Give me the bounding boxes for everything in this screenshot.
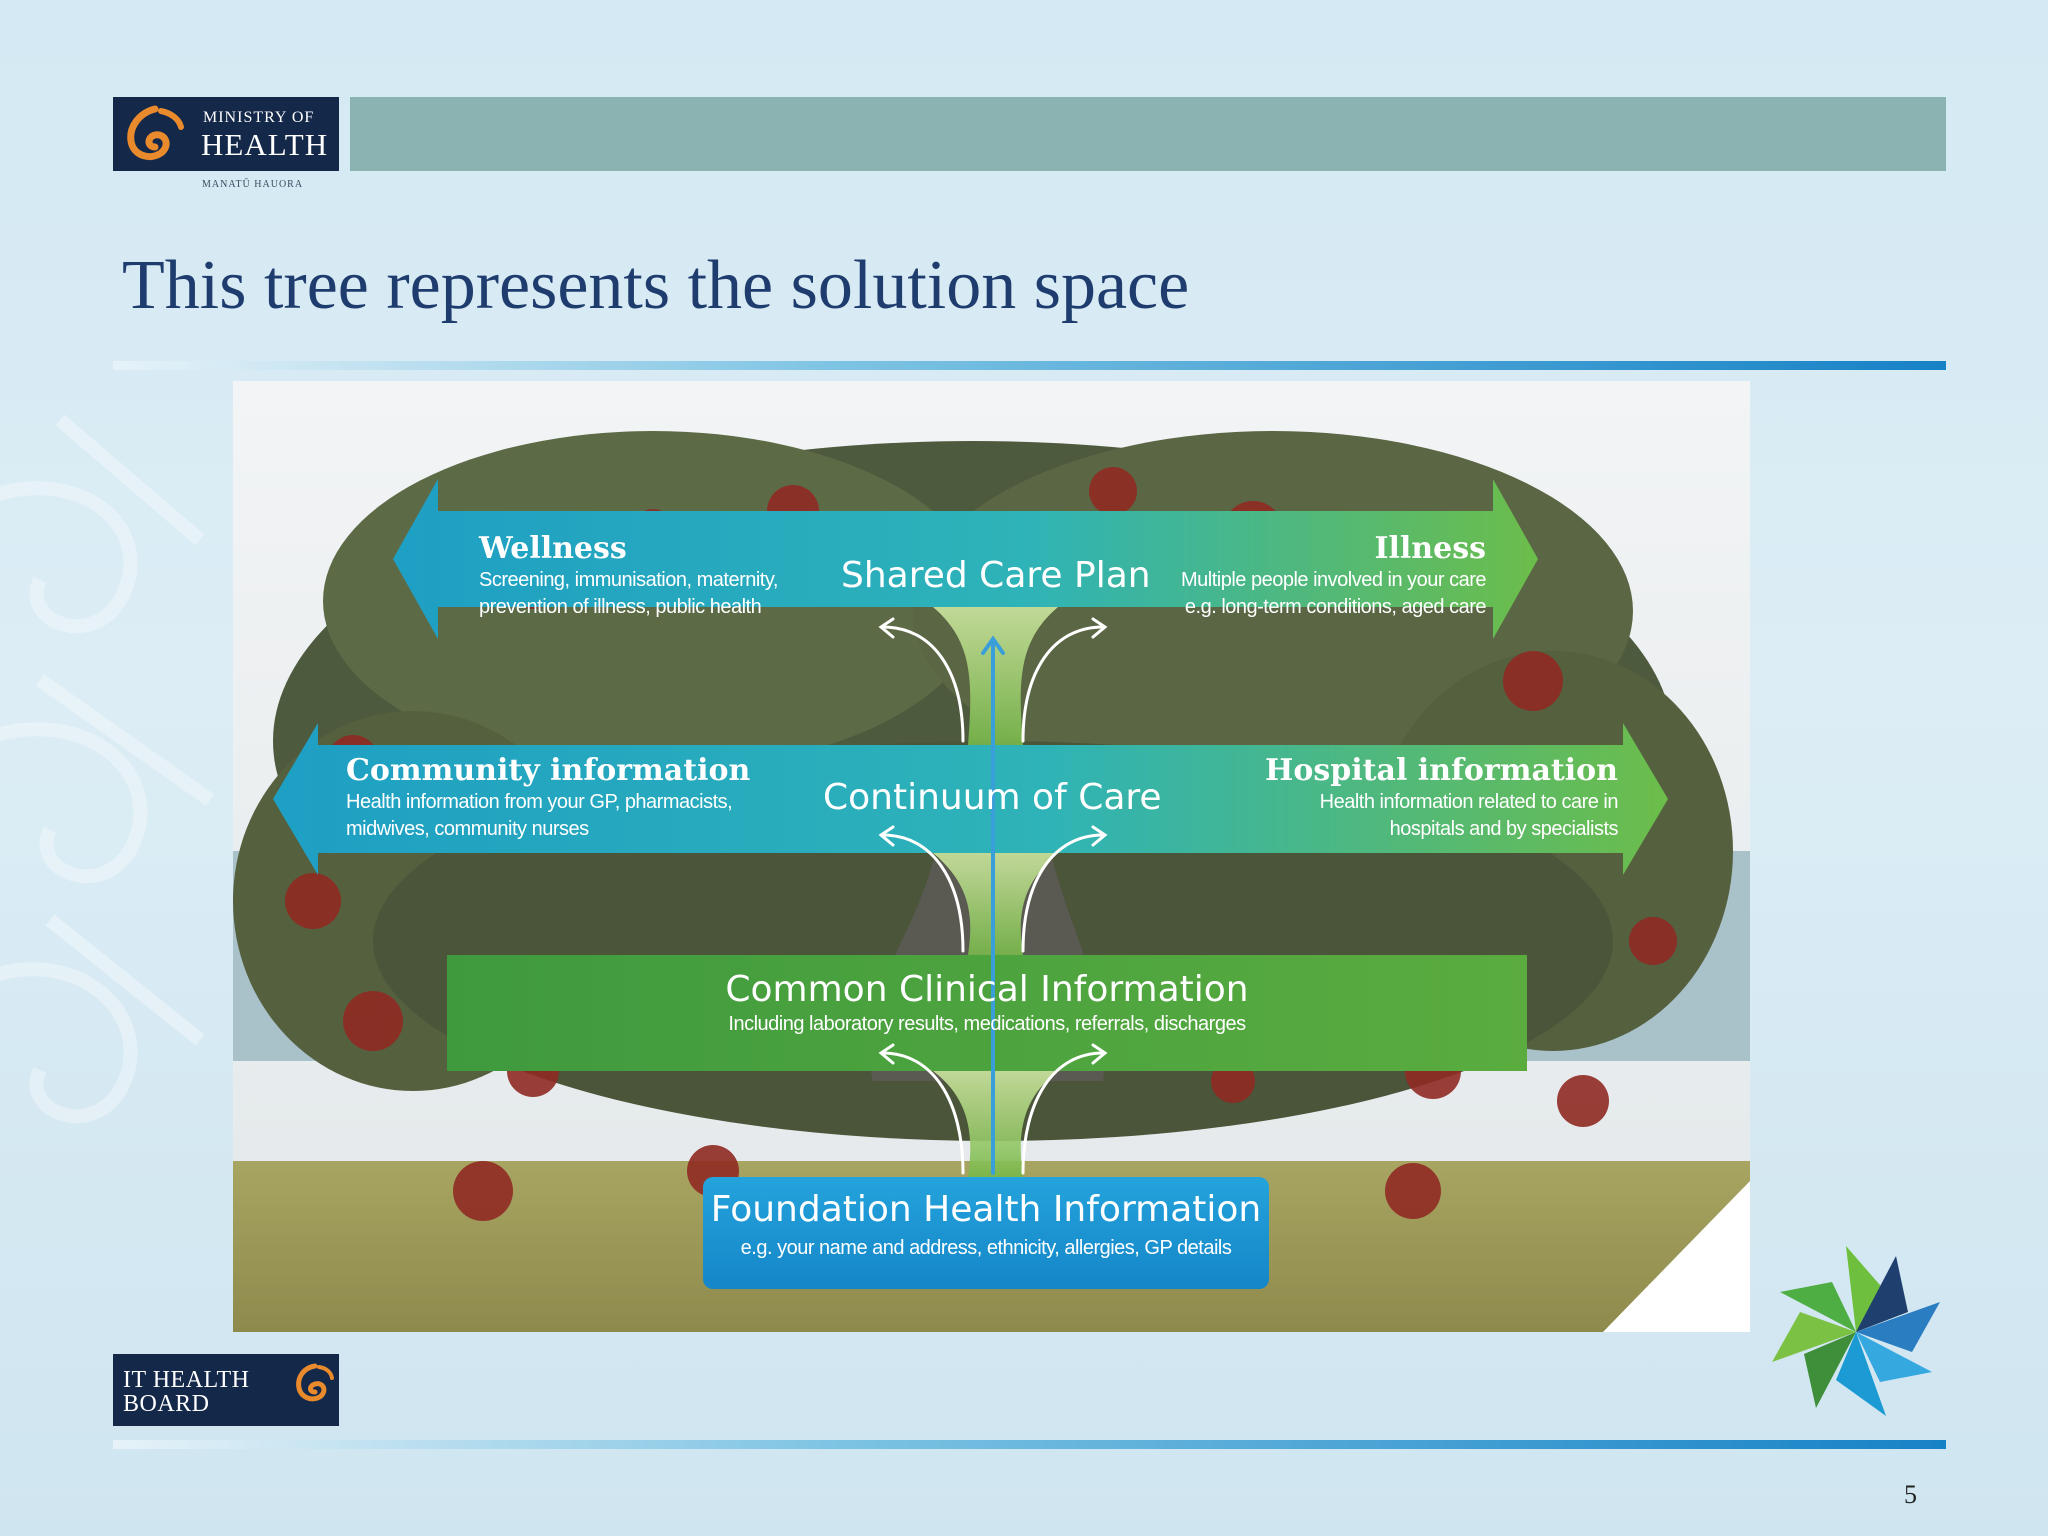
community-information-line-1: Health information from your GP, pharmac… (346, 791, 733, 813)
header-bar (350, 97, 1946, 171)
title-underline (113, 361, 1946, 370)
logo-text-ministry-of: MINISTRY OF (203, 109, 315, 126)
it-health-board-logo: IT HEALTH BOARD (113, 1354, 339, 1426)
illness-line-1: Multiple people involved in your care (1180, 569, 1487, 591)
koru-swirl-icon (127, 105, 184, 160)
shared-care-plan-label: Shared Care Plan (841, 555, 1151, 596)
footer-rule (113, 1440, 1946, 1449)
continuum-of-care-band (273, 723, 1668, 875)
wellness-line-2: prevention of illness, public health (479, 596, 762, 618)
tree-scene (233, 381, 1750, 1332)
koru-background-pattern (0, 414, 215, 1124)
foundation-health-information-subtitle: e.g. your name and address, ethnicity, a… (740, 1237, 1232, 1259)
common-clinical-information-title: Common Clinical Information (725, 969, 1249, 1010)
koru-swirl-icon (296, 1363, 334, 1402)
illness-line-2: e.g. long-term conditions, aged care (1184, 596, 1487, 618)
hospital-information-line-2: hospitals and by specialists (1389, 818, 1619, 840)
wellness-heading: Wellness (479, 531, 627, 566)
it-health-board-line-1: IT HEALTH (123, 1367, 250, 1393)
common-clinical-information-band (447, 955, 1527, 1071)
logo-subtitle: MANATŪ HAUORA (202, 179, 304, 190)
pinwheel-logo-icon (1772, 1246, 1940, 1416)
it-health-board-line-2: BOARD (123, 1391, 210, 1417)
common-clinical-information-subtitle: Including laboratory results, medication… (728, 1013, 1246, 1035)
logo-text-health: HEALTH (201, 127, 329, 162)
connector-arrows (878, 607, 1108, 1177)
continuum-of-care-label: Continuum of Care (823, 777, 1162, 818)
hospital-information-line-1: Health information related to care in (1319, 791, 1619, 813)
community-information-line-2: midwives, community nurses (346, 818, 589, 840)
shared-care-plan-band (393, 479, 1538, 639)
slide-title: This tree represents the solution space (122, 247, 1190, 324)
hospital-information-heading: Hospital information (1265, 753, 1618, 788)
wellness-line-1: Screening, immunisation, maternity, (479, 569, 778, 591)
community-information-heading: Community information (346, 753, 751, 788)
illness-heading: Illness (1374, 531, 1486, 566)
foundation-health-information-band (703, 1177, 1269, 1289)
ministry-of-health-logo: MINISTRY OF HEALTH (113, 97, 339, 171)
tree-diagram: Wellness Screening, immunisation, matern… (233, 381, 1750, 1332)
page-number: 5 (1904, 1480, 1917, 1509)
foundation-health-information-title: Foundation Health Information (710, 1189, 1262, 1230)
